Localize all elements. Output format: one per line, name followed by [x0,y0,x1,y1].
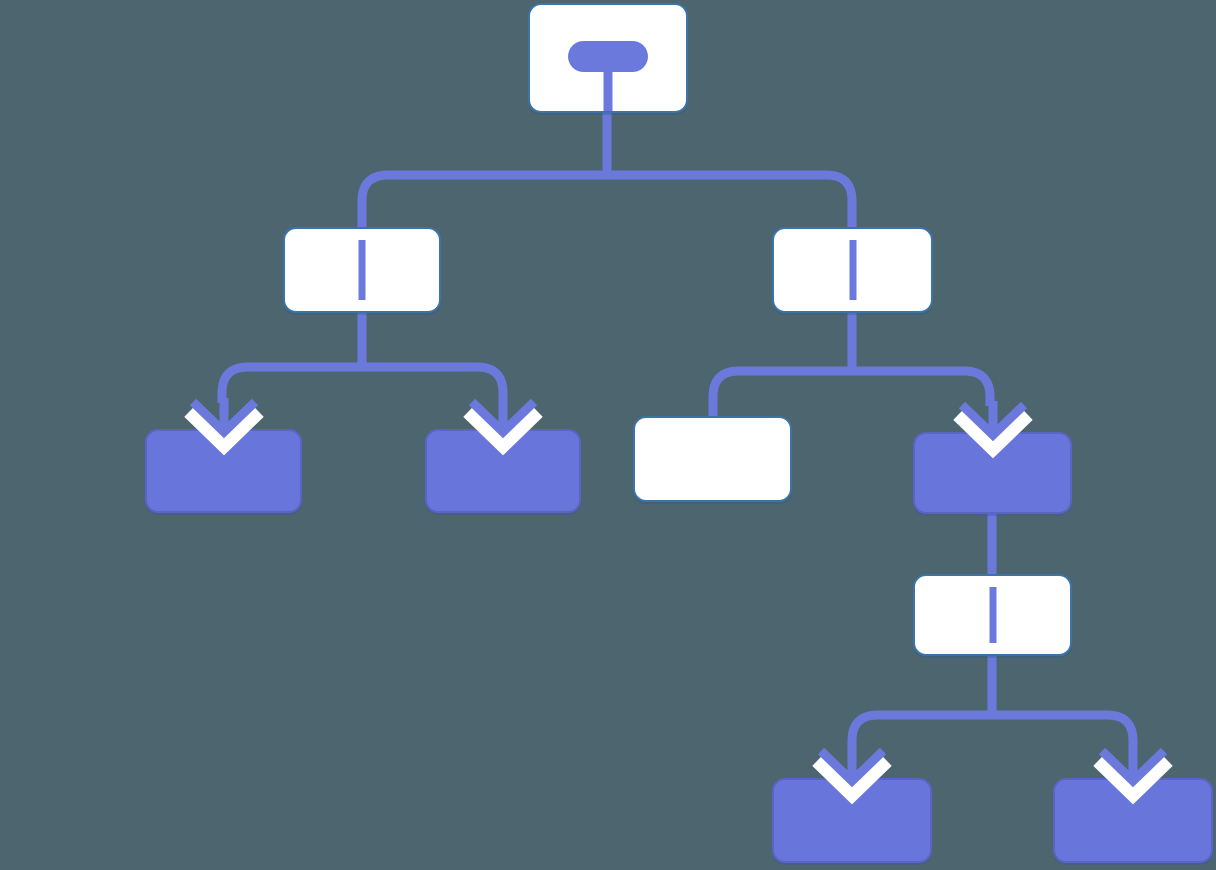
chevron-arrow-icon-action-2 [463,398,543,456]
white-chevron-glyph [184,407,264,456]
pill-stem-icon [603,69,613,111]
connector-edge-branch-2 [217,308,508,403]
chevron-arrow-icon-action-1 [184,398,264,456]
purple-arrow-glyph [1098,747,1168,788]
divider-bar-icon [358,240,366,300]
flow-node-decision-right[interactable] [772,227,933,313]
white-chevron-glyph [953,410,1033,459]
divider-bar-icon [849,240,856,300]
white-chevron-glyph [463,407,543,456]
flow-node-plain-card[interactable] [633,416,792,502]
connector-edge-branch-3 [708,308,995,421]
purple-arrow-glyph [189,398,259,439]
chevron-arrow-icon-action-4 [812,747,892,805]
connector-edge-branch-1 [357,170,857,232]
divider-bar-icon [989,587,996,643]
chevron-arrow-icon-action-5 [1093,747,1173,805]
connector-edge-branch-4 [847,651,1138,752]
flow-node-decision-bottom[interactable] [913,574,1072,656]
flow-node-decision-left[interactable] [283,227,441,313]
white-chevron-glyph [812,756,892,805]
pill-icon [568,41,648,72]
chevron-arrow-icon-action-3 [953,401,1033,459]
white-chevron-glyph [1093,756,1173,805]
purple-arrow-glyph [468,398,538,439]
flow-node-start[interactable] [528,3,688,113]
purple-arrow-glyph [958,401,1028,442]
purple-arrow-glyph [817,747,887,788]
